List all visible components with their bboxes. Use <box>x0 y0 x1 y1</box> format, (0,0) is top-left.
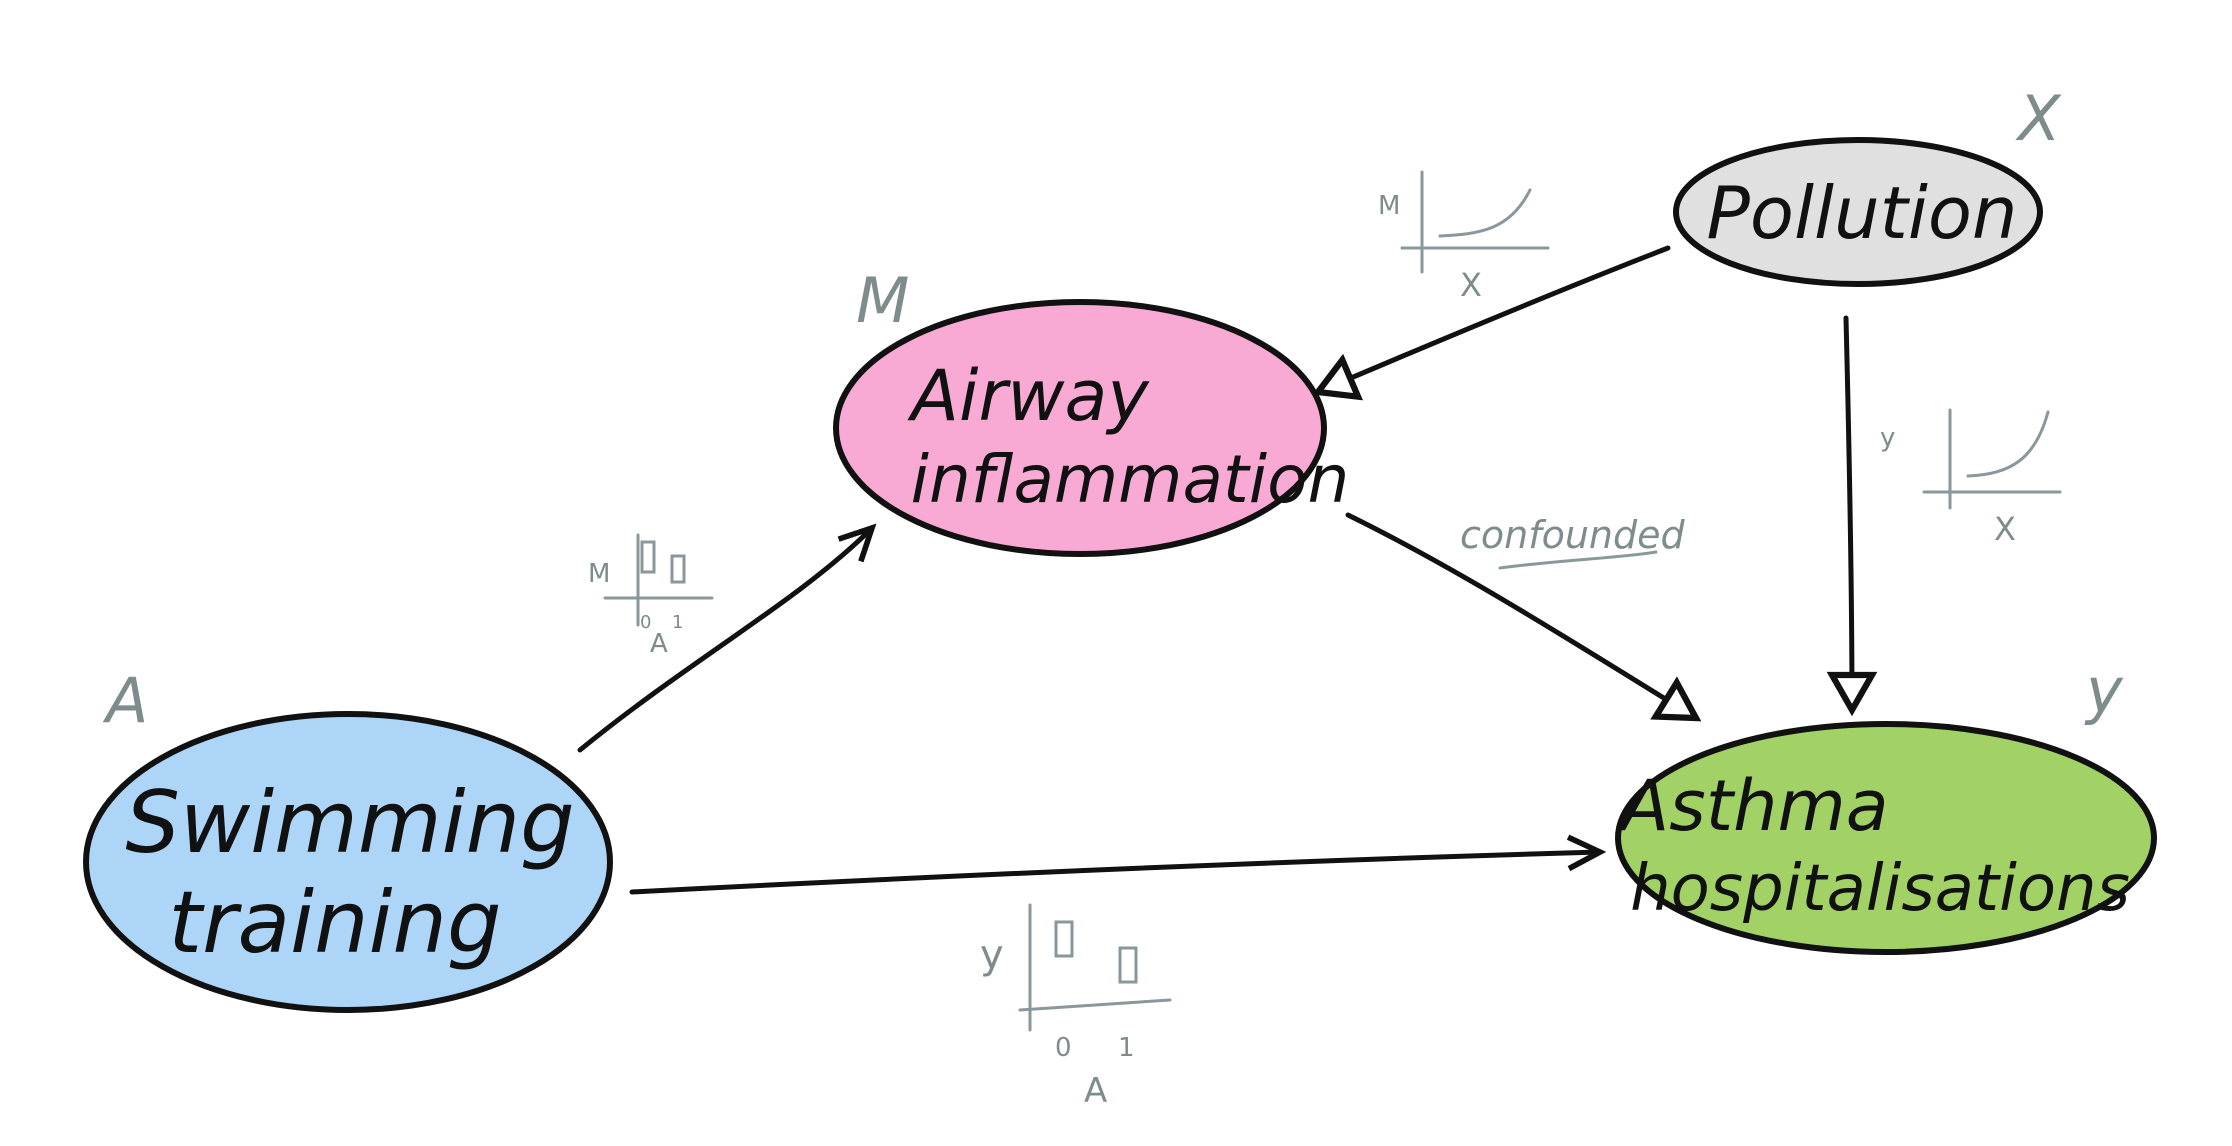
mini-plot-a-to-y-box-0 <box>1054 920 1074 958</box>
node-airway-inflammation-line2: inflammation <box>911 441 1350 518</box>
edge-swimming-to-asthma <box>629 834 1607 895</box>
mini-plot-x-to-m-axes <box>1400 170 1550 274</box>
edge-pollution-to-asthma <box>1846 315 1852 710</box>
node-swimming-training-line1: Swimming <box>125 773 574 873</box>
mini-plot-x-to-m: M X <box>1378 170 1550 304</box>
mini-plot-a-to-m-tick-0: 0 <box>640 612 651 633</box>
mini-plot-x-to-y: y X <box>1880 408 2062 548</box>
node-asthma-hospitalisations-shape <box>1615 721 2157 955</box>
mini-plot-x-to-y-axes <box>1922 408 2062 510</box>
node-swimming-training-line2: training <box>168 873 501 973</box>
mini-plot-x-to-y-curve <box>1966 410 2050 478</box>
mini-plot-a-to-y-ylabel: y <box>980 932 1004 978</box>
edge-pollution-to-inflammation <box>1318 245 1671 392</box>
mini-plot-a-to-y-tick-1: 1 <box>1118 1033 1135 1063</box>
mini-plot-a-to-m-ylabel: M <box>588 559 610 589</box>
node-pollution: Pollution <box>1673 137 2043 287</box>
node-asthma-hospitalisations-line1: Asthma <box>1617 765 1888 847</box>
mini-plot-a-to-y-axes <box>1018 903 1172 1032</box>
mini-plot-x-to-m-curve <box>1438 188 1532 238</box>
var-letter-m: M <box>856 264 910 337</box>
node-swimming-training-shape <box>83 711 613 1013</box>
mini-plot-a-to-y-box-1 <box>1118 946 1138 984</box>
mini-plot-a-to-m-box-1 <box>670 554 686 584</box>
node-asthma-hospitalisations-line2: hospitalisations <box>1630 852 2130 926</box>
mini-plot-x-to-y-ylabel: y <box>1880 423 1895 453</box>
mini-plot-a-to-m: M 0 1 A <box>588 533 714 659</box>
node-airway-inflammation-shape <box>833 299 1327 557</box>
node-swimming-training: Swimming training <box>83 711 613 1013</box>
node-asthma-hospitalisations: Asthma hospitalisations <box>1615 721 2157 955</box>
node-airway-inflammation-line1: Airway <box>907 355 1150 437</box>
mini-plot-x-to-m-ylabel: M <box>1378 191 1400 221</box>
mini-plot-a-to-m-box-0 <box>640 540 656 574</box>
var-letter-a: A <box>102 664 148 737</box>
node-pollution-line1: Pollution <box>1706 171 2017 255</box>
edge-swimming-to-inflammation <box>577 523 877 753</box>
edge-label-confounded: confounded <box>1460 513 1686 557</box>
edge-inflammation-to-asthma <box>1345 512 1696 718</box>
var-letter-x: X <box>2015 82 2062 155</box>
confounded-underline <box>1498 550 1658 570</box>
mini-plot-a-to-y-tick-0: 0 <box>1055 1033 1072 1063</box>
mini-plot-a-to-m-axes <box>603 533 714 627</box>
node-airway-inflammation: Airway inflammation <box>833 299 1350 557</box>
mini-plot-x-to-m-xlabel: X <box>1460 266 1482 304</box>
mini-plot-a-to-m-xlabel: A <box>650 629 668 659</box>
mini-plot-x-to-y-xlabel: X <box>1994 510 2016 548</box>
mini-plot-a-to-y-xlabel: A <box>1084 1071 1107 1111</box>
var-letter-y: y <box>2084 654 2124 727</box>
mini-plot-a-to-m-tick-1: 1 <box>672 612 683 633</box>
mini-plot-a-to-y: y 0 1 A <box>980 903 1172 1111</box>
node-pollution-shape <box>1673 137 2043 287</box>
